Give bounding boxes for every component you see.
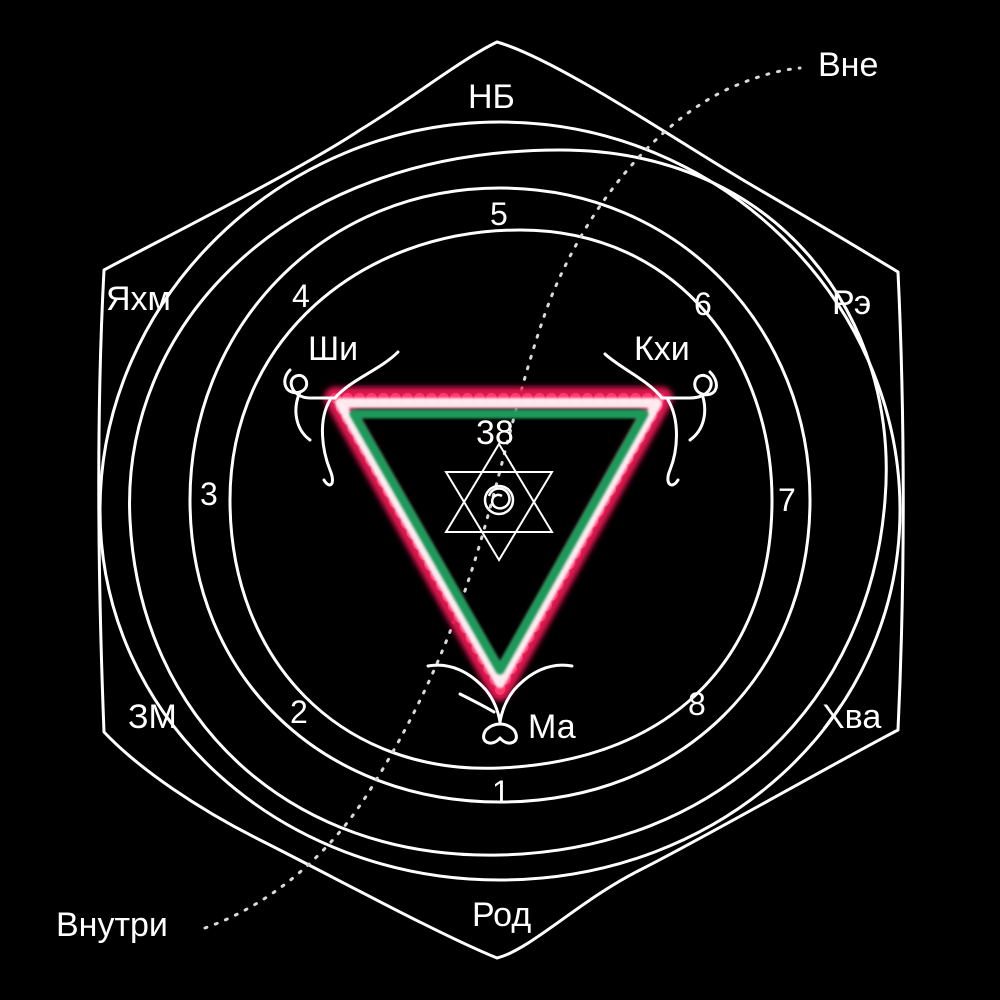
number-8: 8 — [688, 686, 706, 722]
loop-knot-icon — [426, 663, 574, 745]
label-top: НБ — [468, 78, 515, 116]
label-outside: Вне — [818, 46, 879, 84]
number-6: 6 — [694, 286, 712, 322]
label-lower-left: ЗМ — [128, 698, 177, 736]
middle-circle — [188, 186, 812, 804]
number-2: 2 — [290, 694, 308, 730]
center-number: 38 — [476, 414, 514, 452]
inner-ellipse — [228, 228, 774, 770]
label-shi: Ши — [308, 330, 359, 368]
number-4: 4 — [292, 278, 310, 314]
wide-ellipse — [128, 148, 888, 857]
number-1: 1 — [492, 774, 510, 810]
outer-circle — [98, 120, 902, 882]
label-ma: Ма — [528, 708, 576, 746]
triangle-white-band — [335, 398, 662, 688]
loop-knot-icon — [283, 350, 400, 487]
label-lower-right: Хва — [822, 698, 882, 736]
number-5: 5 — [490, 196, 508, 232]
outer-hexagon — [97, 40, 905, 960]
triangle-green-band — [349, 409, 649, 675]
label-khi: Кхи — [634, 330, 690, 368]
dashed-path — [203, 66, 802, 930]
label-upper-right: Рэ — [832, 284, 872, 322]
number-7: 7 — [778, 482, 796, 518]
number-3: 3 — [200, 476, 218, 512]
label-upper-left: Яхм — [106, 280, 171, 318]
loop-knot-icon — [603, 352, 718, 487]
label-bottom: Род — [472, 896, 532, 934]
label-inside: Внутри — [56, 906, 168, 944]
hexagram-icon — [444, 442, 554, 562]
spiral-knot-icon — [483, 484, 515, 516]
